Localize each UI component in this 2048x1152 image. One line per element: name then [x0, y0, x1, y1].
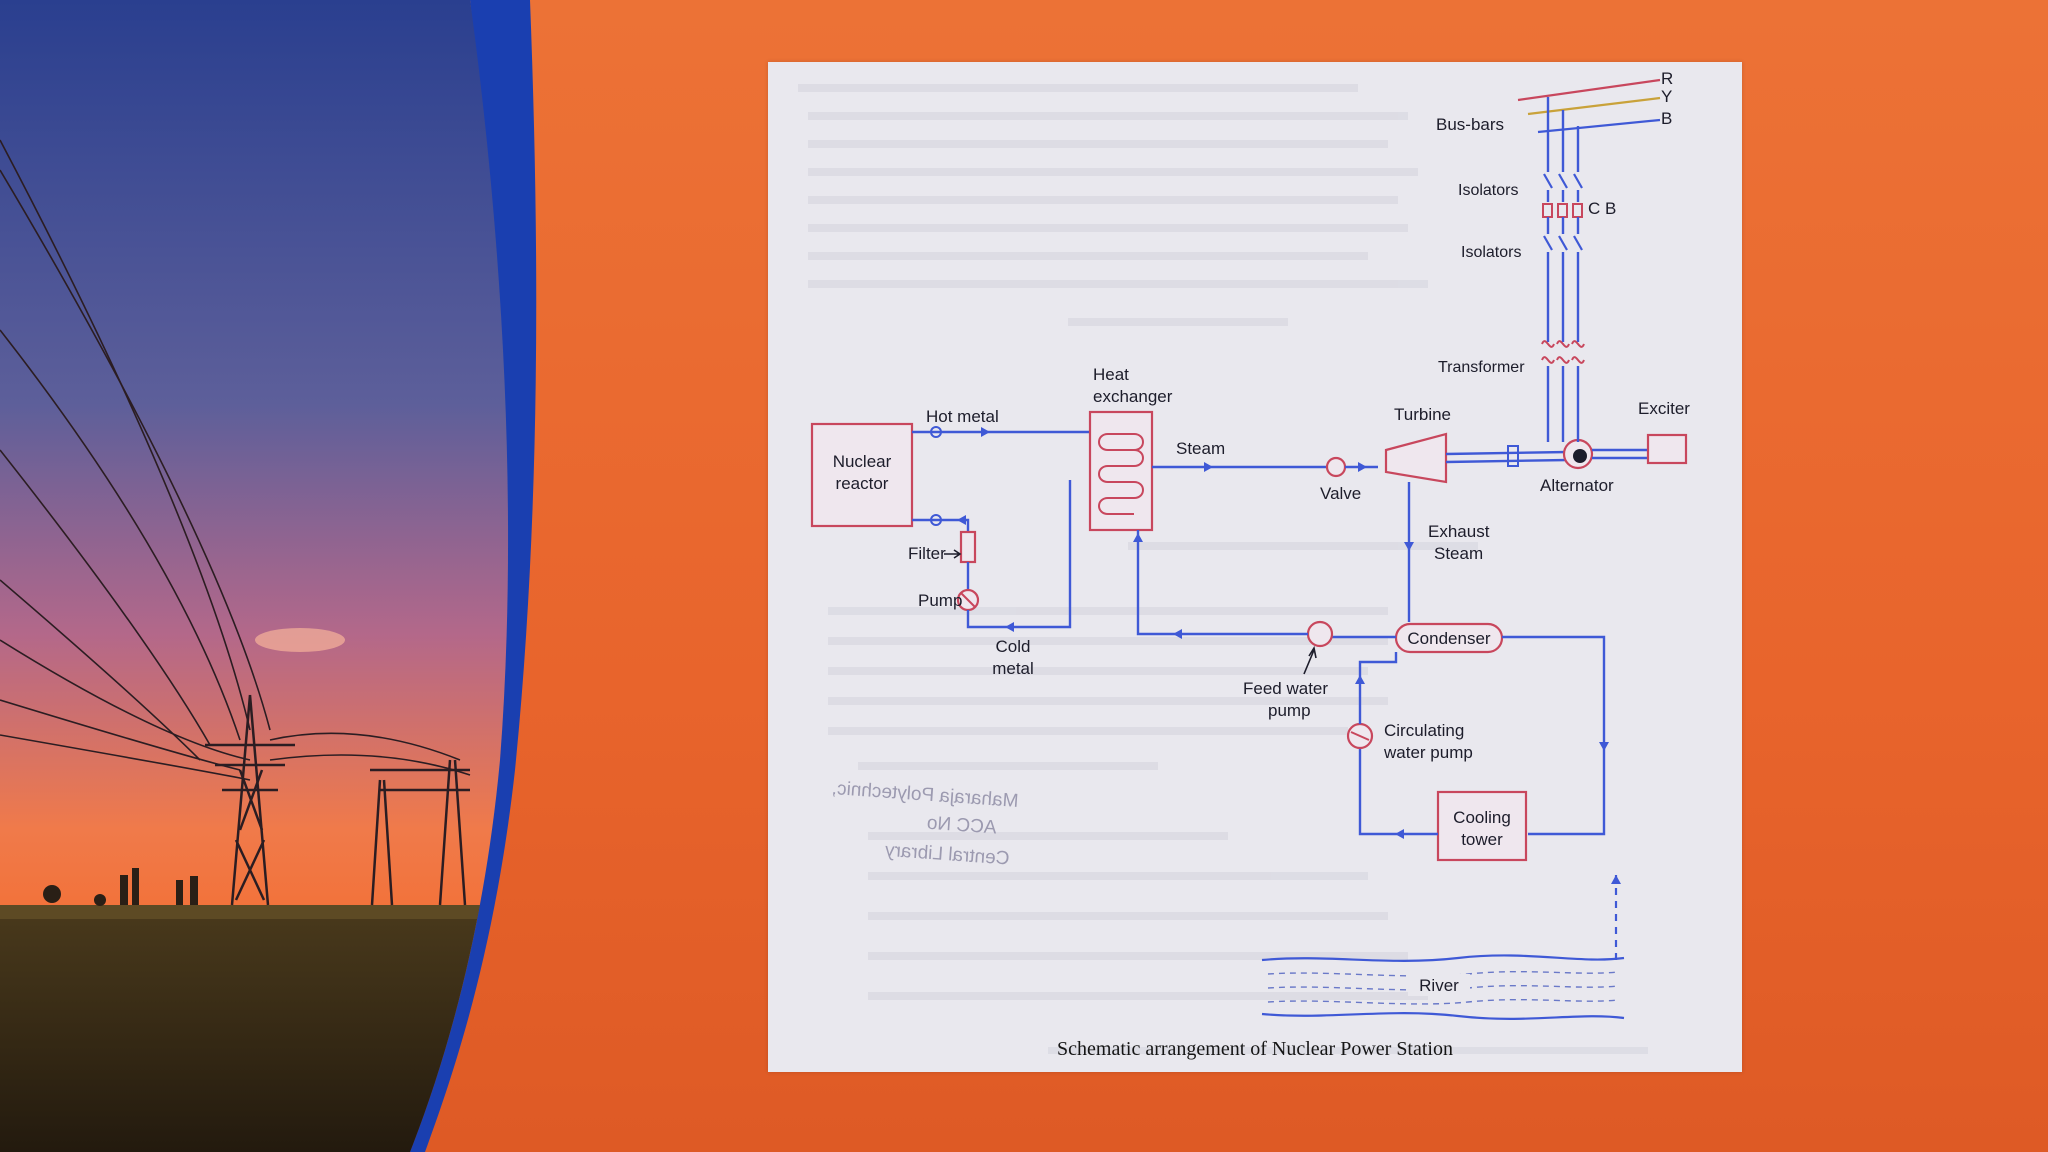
isolators-top-label: Isolators	[1458, 182, 1518, 199]
phase-b-label: B	[1661, 109, 1672, 128]
flow-arrow-icon	[1173, 629, 1182, 639]
steam-label: Steam	[1176, 439, 1225, 458]
bus-bar-b	[1537, 118, 1661, 134]
flow-arrow-icon	[1599, 742, 1609, 751]
cooling-tower-return-pipe	[1358, 748, 1438, 836]
feed-water-pump-icon	[1306, 620, 1334, 648]
river-label-backdrop	[1408, 974, 1470, 996]
flow-arrow-icon	[1358, 462, 1367, 472]
heat-exchanger-coil-icon	[1098, 433, 1144, 515]
svg-text:Maharaja Polytechnic,: Maharaja Polytechnic,	[831, 778, 1019, 812]
hot-metal-fitting-icon	[930, 426, 942, 438]
transformer-label: Transformer	[1438, 359, 1525, 376]
flow-arrow-icon	[957, 515, 966, 525]
turbine-icon	[1384, 432, 1448, 484]
coupling-icon	[1507, 445, 1519, 467]
library-stamp: Maharaja Polytechnic, ACC No Central Lib…	[831, 778, 1019, 870]
circulating-to-condenser-pipe	[1358, 652, 1398, 724]
valve-label: Valve	[1320, 484, 1361, 503]
sunset-powerlines-photo	[0, 0, 540, 1152]
heat-exchanger-label-2: exchanger	[1093, 387, 1173, 406]
flow-arrow-icon	[1133, 533, 1143, 542]
cold-metal-pipe	[966, 480, 1072, 629]
flow-arrow-icon	[1404, 542, 1414, 551]
exhaust-steam-label-1: Exhaust	[1428, 522, 1490, 541]
flow-arrow-icon	[981, 427, 990, 437]
phase-r-label: R	[1661, 69, 1673, 88]
cold-metal-label-2: metal	[992, 659, 1034, 678]
diagram-canvas: Maharaja Polytechnic, ACC No Central Lib…	[798, 69, 1690, 1060]
hot-metal-label: Hot metal	[926, 407, 999, 426]
river-label: River	[1419, 976, 1459, 995]
pump-label: Pump	[918, 591, 962, 610]
flow-arrow-icon	[1611, 875, 1621, 884]
feed-water-pump-label-2: pump	[1268, 701, 1311, 720]
bus-bar-y	[1527, 96, 1661, 116]
cooling-tower-box	[1436, 790, 1528, 862]
feed-pump-pointer-icon	[1303, 645, 1317, 675]
cold-metal-label-1: Cold	[996, 637, 1031, 656]
pump-symbol-icon	[960, 592, 976, 608]
cooling-tower-label-1: Cooling	[1453, 808, 1511, 827]
bus-bar-r	[1517, 78, 1661, 102]
circulating-water-pump-label-2: water pump	[1383, 743, 1473, 762]
feed-water-return-pipe	[1136, 530, 1308, 636]
condenser-to-cooling-tower-pipe	[1502, 635, 1606, 836]
nuclear-power-station-diagram: Maharaja Polytechnic, ACC No Central Lib…	[768, 62, 1742, 1072]
svg-text:Central Library: Central Library	[884, 840, 1010, 870]
phase-y-label: Y	[1661, 87, 1672, 106]
nuclear-reactor-box	[810, 422, 914, 528]
diagram-caption: Schematic arrangement of Nuclear Power S…	[1057, 1038, 1453, 1060]
exciter-label: Exciter	[1638, 399, 1690, 418]
filter-pointer-icon	[944, 549, 962, 559]
flow-arrow-icon	[1204, 462, 1213, 472]
alternator-rotor-icon	[1573, 449, 1587, 463]
feed-water-pump-label-1: Feed water	[1243, 679, 1328, 698]
bus-bars-label: Bus-bars	[1436, 115, 1504, 134]
exciter-shaft	[1592, 448, 1648, 460]
exciter-box	[1646, 433, 1688, 465]
heat-exchanger-label-1: Heat	[1093, 365, 1129, 384]
exhaust-steam-label-2: Steam	[1434, 544, 1483, 563]
three-phase-feeders	[1541, 97, 1585, 442]
turbine-label: Turbine	[1394, 405, 1451, 424]
cb-label: C B	[1588, 199, 1616, 218]
nuclear-reactor-label-2: reactor	[836, 474, 889, 493]
alternator-label: Alternator	[1540, 476, 1614, 495]
circulating-water-pump-label-1: Circulating	[1384, 721, 1464, 740]
isolators-bottom-label: Isolators	[1461, 244, 1521, 261]
cooling-tower-label-2: tower	[1461, 830, 1503, 849]
svg-text:ACC No: ACC No	[926, 813, 997, 839]
nuclear-reactor-label-1: Nuclear	[833, 452, 892, 471]
faded-background-text	[798, 84, 1648, 1054]
flow-arrow-icon	[1355, 675, 1365, 684]
filter-box	[959, 530, 977, 564]
heat-exchanger-coil-top	[1108, 433, 1144, 451]
circulating-pump-symbol-icon	[1350, 731, 1370, 741]
valve-icon	[1325, 456, 1347, 478]
flow-arrow-icon	[1005, 622, 1014, 632]
flow-arrow-icon	[1395, 829, 1404, 839]
filter-label: Filter	[908, 544, 946, 563]
condenser-label: Condenser	[1407, 629, 1491, 648]
return-fitting-icon	[930, 514, 942, 526]
